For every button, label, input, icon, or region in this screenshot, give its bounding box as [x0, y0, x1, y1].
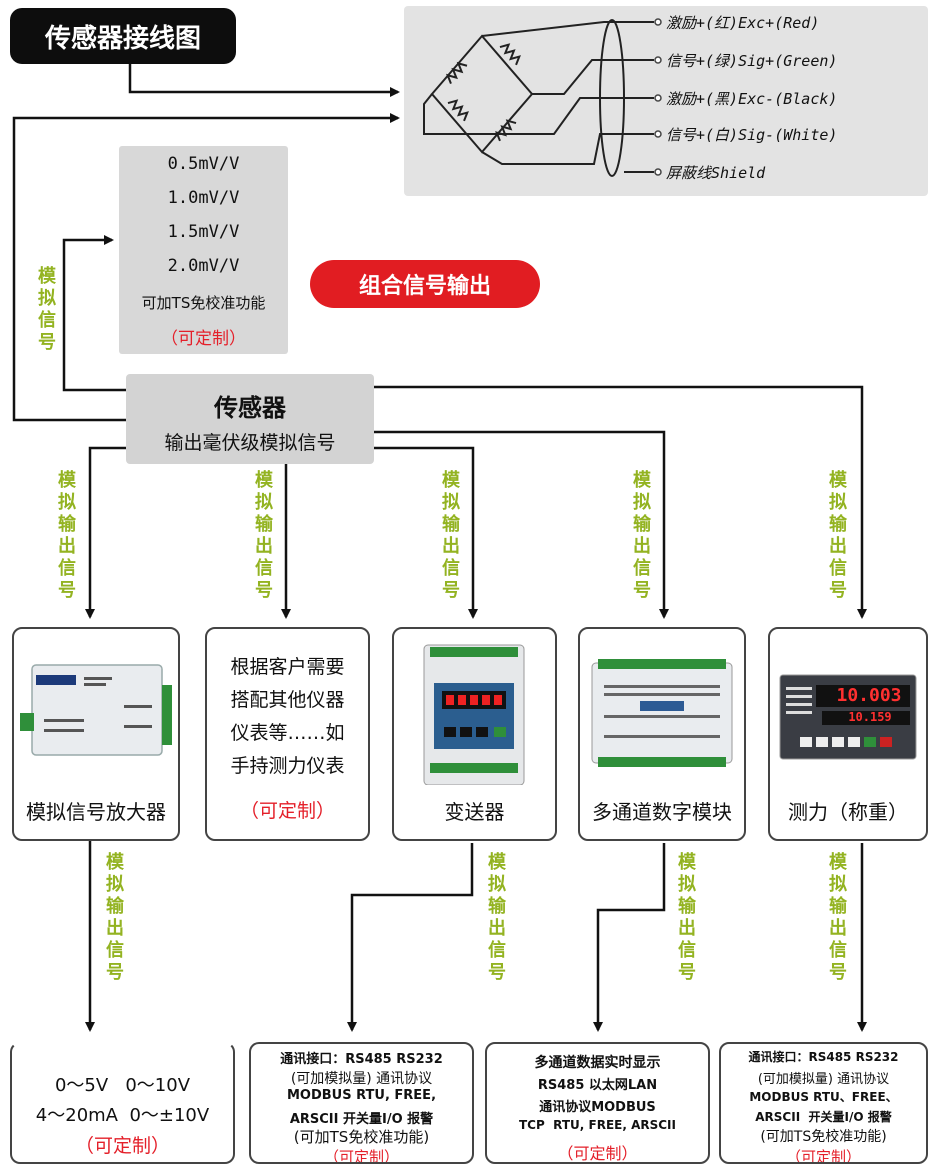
device-card-amplifier: 模拟信号放大器 — [12, 627, 180, 841]
wire-label-exc-neg: 激励+(黑)Exc-(Black) — [666, 90, 838, 108]
branch-3-arrow — [374, 446, 478, 619]
title-to-panel-arrow — [128, 64, 400, 97]
output-line: TCP RTU, FREE, ARSCII — [519, 1118, 676, 1132]
transmitter-output-arrow — [347, 843, 474, 1032]
wire-label-shield: 屏蔽线Shield — [666, 164, 766, 182]
output-branch-label: 模拟输出信号 — [106, 852, 124, 983]
output-line: MODBUS RTU, FREE, — [286, 1088, 437, 1103]
output-line: (可加TS免校准功能) — [760, 1129, 887, 1145]
display-reading-bottom: 10.159 — [848, 710, 892, 724]
device-name: 模拟信号放大器 — [26, 800, 166, 824]
sensor-box: 传感器 输出毫伏级模拟信号 — [126, 374, 374, 464]
device-card-multichannel: 多通道数字模块 — [578, 627, 746, 841]
wire-label-exc-pos: 激励+(红)Exc+(Red) — [666, 14, 820, 32]
side-signal-label: 模拟信号 — [38, 266, 56, 353]
branch-5-arrow — [374, 385, 867, 619]
custom-device-line: 手持测力仪表 — [230, 755, 345, 777]
output-custom: （可定制） — [74, 1135, 170, 1157]
branch-label: 模拟输出信号 — [255, 470, 273, 601]
device-card-transmitter: 变送器 — [392, 627, 557, 841]
amplifier-device-icon — [20, 664, 172, 756]
output-line: (可加模拟量) 通讯协议 — [757, 1072, 890, 1087]
output-custom: （可定制） — [323, 1148, 399, 1164]
sensitivity-option: 1.0mV/V — [167, 188, 240, 208]
sensor-to-mv-arrow — [62, 235, 126, 392]
branch-label: 模拟输出信号 — [633, 470, 651, 601]
output-card-analog-body: 0～5V 0～10V 4～20mA 0～±10V （可定制） — [10, 1042, 235, 1164]
custom-device-line: 仪表等……如 — [230, 722, 345, 744]
custom-device-line: 根据客户需要 — [230, 656, 345, 678]
output-line: ARSCII 开关量I/O 报警 — [289, 1112, 434, 1127]
output-branch-label: 模拟输出信号 — [829, 852, 847, 983]
wiring-panel: 激励+(红)Exc+(Red) 信号+(绿)Sig+(Green) 激励+(黑)… — [404, 6, 928, 196]
device-name: 变送器 — [444, 800, 505, 824]
sensor-to-panel-arrow — [12, 113, 400, 422]
output-line: 通讯接口：RS485 RS232 — [748, 1050, 899, 1064]
device-name: 多通道数字模块 — [592, 800, 732, 824]
device-card-force-scale: 10.003 10.159 测力（称重） — [768, 627, 928, 841]
sensitivity-option: 1.5mV/V — [167, 222, 240, 242]
sensitivity-box: 0.5mV/V 1.0mV/V 1.5mV/V 2.0mV/V 可加TS免校准功… — [119, 146, 288, 354]
sensitivity-option: 0.5mV/V — [167, 154, 240, 174]
sensitivity-custom: （可定制） — [161, 329, 246, 349]
sensor-title: 传感器 — [214, 394, 286, 422]
output-line: 4～20mA 0～±10V — [35, 1105, 210, 1126]
wire-label-sig-neg: 信号+(白)Sig-(White) — [666, 126, 838, 144]
transmitter-device-icon — [423, 644, 525, 785]
custom-device-line: 搭配其他仪器 — [230, 689, 345, 711]
output-card-scale: 通讯接口：RS485 RS232 (可加模拟量) 通讯协议 MODBUS RTU… — [719, 1042, 928, 1164]
device-card-custom: 根据客户需要 搭配其他仪器 仪表等……如 手持测力仪表 （可定制） — [205, 627, 370, 841]
branch-4-arrow — [374, 430, 669, 619]
sensitivity-note: 可加TS免校准功能 — [141, 294, 266, 312]
sensitivity-option: 2.0mV/V — [167, 256, 240, 276]
output-line: MODBUS RTU、FREE、 — [749, 1090, 898, 1104]
multichannel-module-icon — [591, 659, 733, 767]
output-line: 通讯接口：RS485 RS232 — [280, 1052, 443, 1067]
branch-label: 模拟输出信号 — [442, 470, 460, 601]
output-line: 通讯协议MODBUS — [539, 1100, 656, 1115]
bridge-circuit-icon — [423, 18, 662, 177]
branch-label: 模拟输出信号 — [58, 470, 76, 601]
output-line: (可加模拟量) 通讯协议 — [290, 1071, 433, 1087]
output-line: RS485 以太网LAN — [537, 1078, 658, 1093]
output-branch-label: 模拟输出信号 — [678, 852, 696, 983]
display-reading-top: 10.003 — [836, 685, 902, 706]
output-custom: （可定制） — [557, 1144, 638, 1163]
output-card-transmitter: 通讯接口：RS485 RS232 (可加模拟量) 通讯协议 MODBUS RTU… — [249, 1042, 474, 1164]
branch-1-arrow — [85, 446, 126, 619]
wire-label-sig-pos: 信号+(绿)Sig+(Green) — [666, 52, 838, 70]
output-line: (可加TS免校准功能) — [293, 1128, 430, 1146]
diagram-title: 传感器接线图 — [10, 8, 236, 64]
output-custom: （可定制） — [785, 1148, 861, 1164]
custom-device-custom: （可定制） — [239, 800, 335, 822]
output-card-multichannel: 多通道数据实时显示 RS485 以太网LAN 通讯协议MODBUS TCP RT… — [485, 1042, 710, 1164]
sensor-subtitle: 输出毫伏级模拟信号 — [164, 432, 336, 454]
output-line: 多通道数据实时显示 — [534, 1055, 661, 1071]
module-output-arrow — [593, 843, 666, 1032]
weighing-indicator-icon — [779, 674, 917, 760]
output-branch-label: 模拟输出信号 — [488, 852, 506, 983]
branch-label: 模拟输出信号 — [829, 470, 847, 601]
output-line: ARSCII 开关量I/O 报警 — [755, 1110, 892, 1124]
output-line: 0～5V 0～10V — [54, 1075, 191, 1096]
combo-output-badge: 组合信号输出 — [310, 260, 540, 308]
device-name: 测力（称重） — [788, 800, 908, 824]
